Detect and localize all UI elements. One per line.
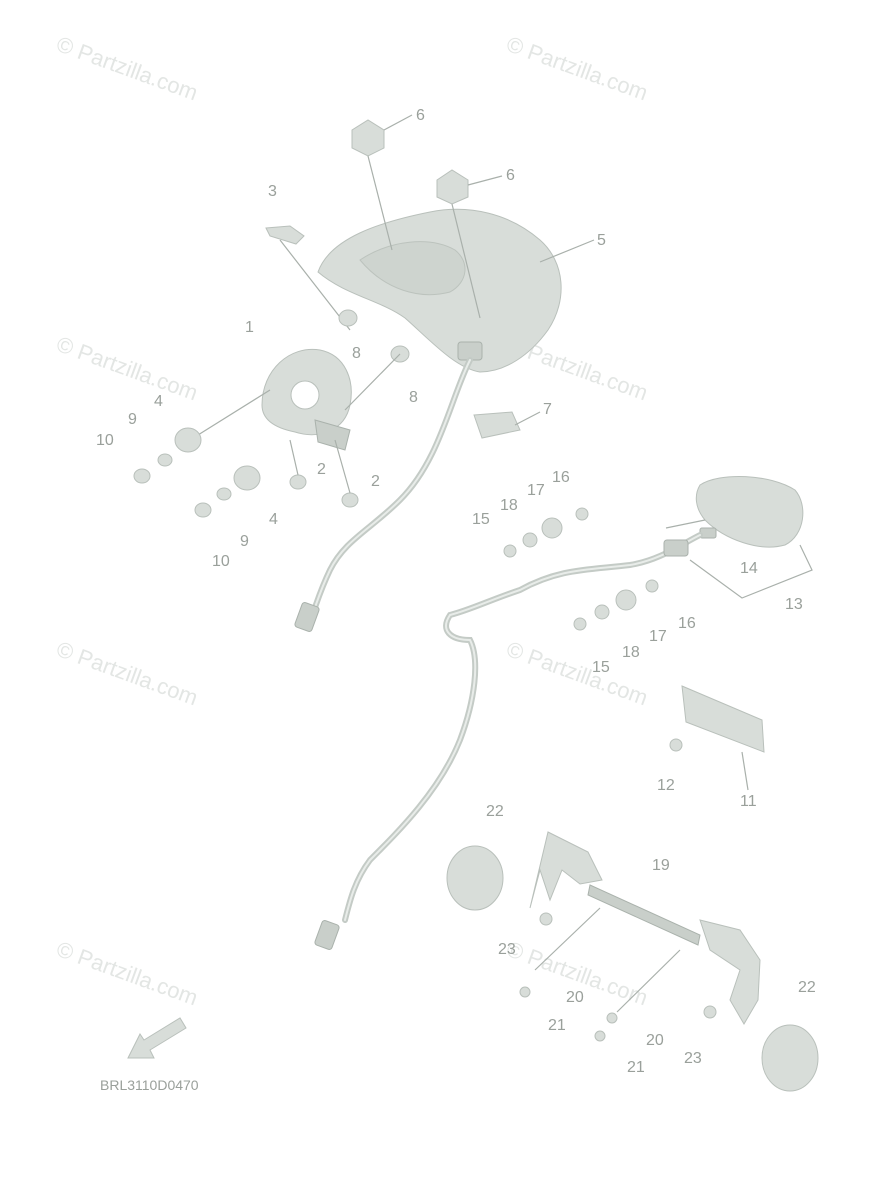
callout-20: 20	[566, 989, 584, 1006]
nut[interactable]	[539, 912, 553, 926]
washer[interactable]	[157, 453, 173, 467]
diagram-code: BRL3110D0470	[100, 1077, 199, 1093]
headlight-bracket[interactable]	[261, 348, 352, 451]
socket[interactable]	[473, 411, 521, 439]
callout-9: 9	[240, 533, 249, 550]
callout-4: 4	[269, 511, 278, 528]
nut[interactable]	[133, 468, 151, 484]
tail-light-wire	[342, 532, 703, 923]
damper[interactable]	[522, 532, 538, 548]
nut[interactable]	[573, 617, 587, 631]
watermark: © Partzilla.com	[53, 636, 201, 710]
callout-3: 3	[268, 183, 277, 200]
callout-12: 12	[657, 777, 675, 794]
bolt[interactable]	[289, 474, 307, 490]
callout-14: 14	[740, 560, 758, 577]
callout-16: 16	[552, 469, 570, 486]
collar[interactable]	[615, 589, 637, 611]
callout-18: 18	[500, 497, 518, 514]
reflector-stay[interactable]	[529, 831, 761, 1025]
callout-23: 23	[498, 941, 516, 958]
callout-11: 11	[740, 793, 757, 810]
watermark: © Partzilla.com	[503, 31, 651, 105]
callout-8: 8	[409, 389, 418, 406]
reflector[interactable]	[446, 845, 504, 911]
connector[interactable]	[294, 602, 320, 633]
damper[interactable]	[594, 604, 610, 620]
callout-1: 1	[245, 319, 254, 336]
callout-17: 17	[649, 628, 667, 645]
connector[interactable]	[314, 920, 340, 951]
callout-17: 17	[527, 482, 545, 499]
callout-23: 23	[684, 1050, 702, 1067]
reflector[interactable]	[761, 1024, 819, 1092]
small-bracket[interactable]	[265, 225, 305, 245]
washer[interactable]	[216, 487, 232, 501]
screw[interactable]	[606, 1012, 618, 1024]
bolt[interactable]	[645, 579, 659, 593]
callout-10: 10	[212, 553, 230, 570]
callout-6: 6	[416, 107, 425, 124]
callouts: 6 6 3 5 1 8 8 4 9 10 7 2 2 4 9 10 16 17 …	[96, 107, 816, 1076]
nut[interactable]	[703, 1005, 717, 1019]
callout-21: 21	[627, 1059, 645, 1076]
nut[interactable]	[669, 738, 683, 752]
headlight-assembly[interactable]	[317, 208, 562, 373]
callout-15: 15	[472, 511, 490, 528]
watermark: © Partzilla.com	[53, 31, 201, 105]
callout-2: 2	[317, 461, 326, 478]
callout-13: 13	[785, 596, 803, 613]
callout-4: 4	[154, 393, 163, 410]
tail-light[interactable]	[695, 475, 804, 548]
callout-22: 22	[486, 803, 504, 820]
collar[interactable]	[541, 517, 563, 539]
coupler[interactable]	[663, 539, 689, 557]
callout-15: 15	[592, 659, 610, 676]
callout-16: 16	[678, 615, 696, 632]
bulb-cap[interactable]	[436, 169, 469, 205]
callout-18: 18	[622, 644, 640, 661]
bolt[interactable]	[575, 507, 589, 521]
callout-20: 20	[646, 1032, 664, 1049]
callout-21: 21	[548, 1017, 566, 1034]
callout-9: 9	[128, 411, 137, 428]
bulb-cap[interactable]	[351, 119, 385, 157]
callout-8: 8	[352, 345, 361, 362]
callout-22: 22	[798, 979, 816, 996]
screw[interactable]	[519, 986, 531, 998]
nut[interactable]	[503, 544, 517, 558]
nut[interactable]	[194, 502, 212, 518]
front-arrow-icon	[127, 1017, 187, 1059]
grommet[interactable]	[338, 309, 358, 327]
callout-2: 2	[371, 473, 380, 490]
screw[interactable]	[594, 1030, 606, 1042]
callout-10: 10	[96, 432, 114, 449]
damper[interactable]	[174, 427, 202, 453]
callout-19: 19	[652, 857, 670, 874]
watermark: © Partzilla.com	[53, 936, 201, 1010]
callout-6: 6	[506, 167, 515, 184]
license-plate-light[interactable]	[681, 685, 765, 753]
damper[interactable]	[233, 465, 261, 491]
bolt[interactable]	[341, 492, 359, 508]
watermark: © Partzilla.com	[53, 331, 201, 405]
callout-7: 7	[543, 401, 552, 418]
callout-5: 5	[597, 232, 606, 249]
